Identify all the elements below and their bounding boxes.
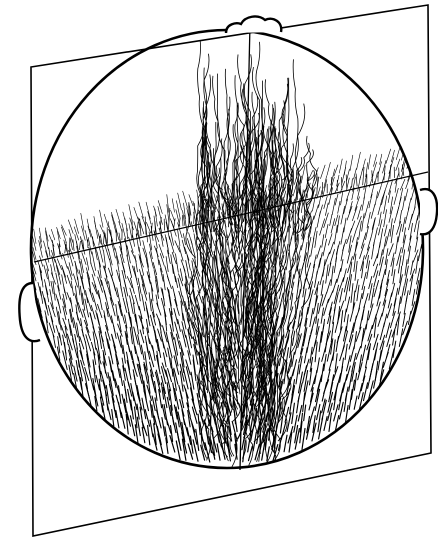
nose-shape [226,17,281,33]
right-ear-shape [420,189,437,234]
left-ear-shape [19,283,40,341]
plane-outline [31,5,431,536]
